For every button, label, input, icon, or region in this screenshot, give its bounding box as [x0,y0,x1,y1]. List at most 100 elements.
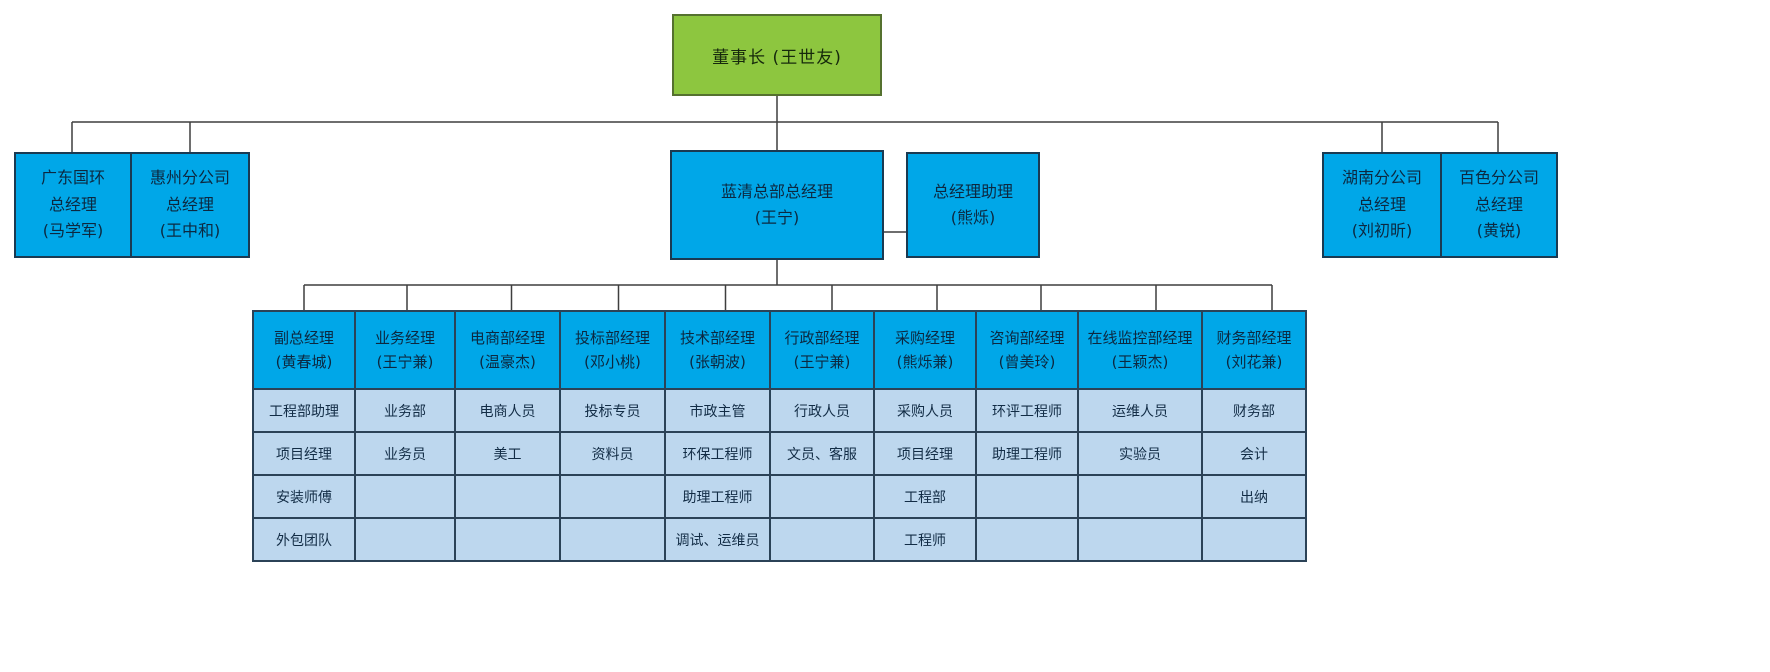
department-header: 投标部经理 (邓小桃) [559,310,666,390]
department-manager: (王颖杰) [1111,353,1169,371]
staff-cell: 工程部 [873,474,977,519]
department-manager: (熊烁兼) [896,353,954,371]
department-column-online-monitoring: 在线监控部经理 (王颖杰) 运维人员 实验员 [1077,310,1203,562]
staff-cell [454,517,561,562]
department-header: 在线监控部经理 (王颖杰) [1077,310,1203,390]
branch-line: (王中和) [159,221,221,241]
department-header: 技术部经理 (张朝波) [664,310,771,390]
staff-cell: 文员、客服 [769,431,875,476]
branch-line: 总经理 [1474,194,1523,214]
department-column-technology: 技术部经理 (张朝波) 市政主管 环保工程师 助理工程师 调试、运维员 [664,310,771,562]
department-title: 电商部经理 [469,329,545,347]
staff-cell: 投标专员 [559,388,666,433]
staff-cell: 业务部 [354,388,456,433]
branch-line: 广东国环 [40,168,105,188]
department-title: 采购经理 [894,329,955,347]
staff-cell [975,517,1079,562]
department-manager: (张朝波) [689,353,746,371]
branch-line: 百色分公司 [1458,168,1539,188]
staff-cell: 调试、运维员 [664,517,771,562]
department-title: 投标部经理 [574,329,650,347]
staff-cell [559,474,666,519]
department-header: 副总经理 (黄春城) [252,310,356,390]
department-manager: (王宁兼) [376,353,434,371]
staff-cell: 财务部 [1201,388,1307,433]
staff-cell: 安装师傅 [252,474,356,519]
department-manager: (温豪杰) [479,353,536,371]
chairman-label: 董事长 (王世友) [712,47,842,68]
branch-line: 湖南分公司 [1341,168,1422,188]
staff-cell [454,474,561,519]
department-title: 副总经理 [273,329,334,347]
department-column-vice-gm: 副总经理 (黄春城) 工程部助理 项目经理 安装师傅 外包团队 [252,310,356,562]
staff-cell [1201,517,1307,562]
department-title: 行政部经理 [784,329,860,347]
branch-box-hunan: 湖南分公司 总经理 (刘初昕) [1322,152,1442,258]
department-column-finance: 财务部经理 (刘花兼) 财务部 会计 出纳 [1201,310,1307,562]
department-column-bidding: 投标部经理 (邓小桃) 投标专员 资料员 [559,310,666,562]
department-header: 业务经理 (王宁兼) [354,310,456,390]
chairman-box: 董事长 (王世友) [672,14,882,96]
staff-cell: 运维人员 [1077,388,1203,433]
hq-gm-title: 蓝清总部总经理 [720,181,833,201]
department-header: 行政部经理 (王宁兼) [769,310,875,390]
staff-cell: 出纳 [1201,474,1307,519]
staff-cell: 采购人员 [873,388,977,433]
staff-cell: 市政主管 [664,388,771,433]
staff-cell: 助理工程师 [664,474,771,519]
department-manager: (曾美玲) [998,353,1056,371]
branch-line: (刘初昕) [1351,221,1413,241]
branch-line: 总经理 [1357,194,1406,214]
branch-line: 惠州分公司 [149,168,230,188]
staff-cell [769,474,875,519]
branch-box-guangdong-guohuan: 广东国环 总经理 (马学军) [14,152,132,258]
department-title: 咨询部经理 [989,329,1065,347]
department-title: 在线监控部经理 [1087,329,1193,347]
gm-assistant-box: 总经理助理 (熊烁) [906,152,1040,258]
staff-cell: 美工 [454,431,561,476]
staff-cell: 项目经理 [252,431,356,476]
staff-cell [354,517,456,562]
gm-assistant-title: 总经理助理 [932,181,1013,201]
branch-line: (马学军) [42,221,104,241]
staff-cell [1077,517,1203,562]
staff-cell: 工程师 [873,517,977,562]
staff-cell: 工程部助理 [252,388,356,433]
staff-cell: 助理工程师 [975,431,1079,476]
department-manager: (邓小桃) [584,353,641,371]
staff-cell: 外包团队 [252,517,356,562]
department-header: 财务部经理 (刘花兼) [1201,310,1307,390]
branch-box-baise: 百色分公司 总经理 (黄锐) [1440,152,1558,258]
branch-line: 总经理 [165,194,214,214]
staff-cell: 项目经理 [873,431,977,476]
department-column-admin: 行政部经理 (王宁兼) 行政人员 文员、客服 [769,310,875,562]
staff-cell: 业务员 [354,431,456,476]
department-header: 电商部经理 (温豪杰) [454,310,561,390]
department-column-business: 业务经理 (王宁兼) 业务部 业务员 [354,310,456,562]
department-header: 采购经理 (熊烁兼) [873,310,977,390]
branch-line: 总经理 [48,194,97,214]
department-column-ecommerce: 电商部经理 (温豪杰) 电商人员 美工 [454,310,561,562]
staff-cell: 环保工程师 [664,431,771,476]
department-table: 副总经理 (黄春城) 工程部助理 项目经理 安装师傅 外包团队 业务经理 (王宁… [252,310,1307,562]
staff-cell [1077,474,1203,519]
hq-gm-name: (王宁) [754,208,800,227]
branch-line: (黄锐) [1476,221,1522,241]
department-title: 技术部经理 [679,329,755,347]
gm-assistant-name: (熊烁) [950,208,996,227]
hq-gm-box: 蓝清总部总经理 (王宁) [670,150,884,260]
branch-box-huizhou: 惠州分公司 总经理 (王中和) [130,152,250,258]
staff-cell: 电商人员 [454,388,561,433]
department-manager: (黄春城) [275,353,333,371]
staff-cell [769,517,875,562]
staff-cell: 行政人员 [769,388,875,433]
staff-cell [975,474,1079,519]
department-header: 咨询部经理 (曾美玲) [975,310,1079,390]
staff-cell: 会计 [1201,431,1307,476]
department-title: 财务部经理 [1216,329,1292,347]
department-column-procurement: 采购经理 (熊烁兼) 采购人员 项目经理 工程部 工程师 [873,310,977,562]
staff-cell: 资料员 [559,431,666,476]
staff-cell [559,517,666,562]
department-column-consulting: 咨询部经理 (曾美玲) 环评工程师 助理工程师 [975,310,1079,562]
